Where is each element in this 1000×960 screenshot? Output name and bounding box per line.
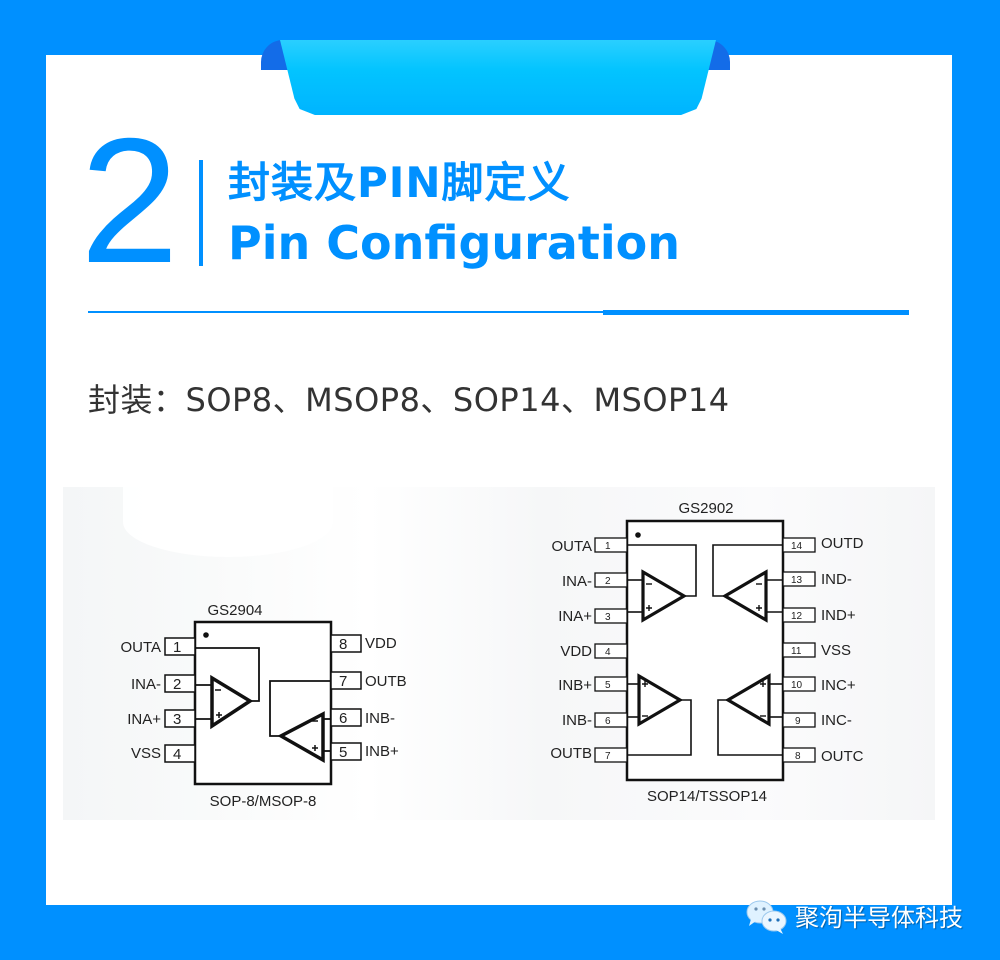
package-label: SOP-8/MSOP-8 [210,793,317,810]
svg-text:INC+: INC+ [821,677,856,694]
chip-name: GS2902 [678,500,733,517]
svg-text:INB+: INB+ [365,743,399,760]
svg-text:1: 1 [605,541,611,552]
section-number: 2 [80,101,179,300]
svg-text:10: 10 [791,680,803,691]
account-name: 聚洵半导体科技 [795,904,963,932]
wechat-icon [745,899,789,934]
svg-text:OUTC: OUTC [821,748,864,765]
packages-line: 封装：SOP8、MSOP8、SOP14、MSOP14 [88,381,730,419]
svg-text:5: 5 [339,744,347,761]
svg-text:4: 4 [605,647,611,658]
svg-text:OUTD: OUTD [821,535,864,552]
svg-text:INC-: INC- [821,712,852,729]
chip-gs2902-diagram: GS2902 1 2 3 4 5 6 7 14 13 12 11 10 9 8 … [550,500,864,805]
svg-text:7: 7 [605,751,611,762]
svg-text:3: 3 [605,612,611,623]
svg-text:2: 2 [173,676,181,693]
svg-text:12: 12 [791,611,803,622]
svg-text:8: 8 [795,751,801,762]
footer-watermark: 聚洵半导体科技 [745,898,963,934]
pin1-marker-icon [635,532,641,538]
svg-text:INB+: INB+ [558,677,592,694]
section-title-cn: 封装及PIN脚定义 [228,158,571,207]
section-title-en: Pin Configuration [228,216,680,270]
svg-text:3: 3 [173,711,181,728]
svg-text:VDD: VDD [365,635,397,652]
svg-text:INA-: INA- [131,676,161,693]
svg-text:6: 6 [339,710,347,727]
package-label: SOP14/TSSOP14 [647,788,767,805]
svg-text:OUTB: OUTB [550,745,592,762]
svg-text:VDD: VDD [560,643,592,660]
svg-text:IND+: IND+ [821,607,856,624]
svg-text:OUTA: OUTA [120,639,161,656]
chip-gs2904-diagram: GS2904 1 2 3 4 8 7 6 5 OUTA INA- INA+ VS… [120,602,407,810]
svg-text:5: 5 [605,680,611,691]
svg-text:OUTA: OUTA [551,538,592,555]
svg-text:2: 2 [605,576,611,587]
svg-text:VSS: VSS [821,642,851,659]
svg-text:INA+: INA+ [127,711,161,728]
svg-text:7: 7 [339,673,347,690]
svg-text:8: 8 [339,636,347,653]
svg-text:9: 9 [795,716,801,727]
svg-text:13: 13 [791,575,803,586]
header-tab [280,40,716,115]
svg-text:INA-: INA- [562,573,592,590]
svg-text:INA+: INA+ [558,608,592,625]
svg-text:VSS: VSS [131,745,161,762]
svg-text:1: 1 [173,639,181,656]
svg-text:INB-: INB- [562,712,592,729]
divider-thin [88,311,604,313]
chip-name: GS2904 [207,602,262,619]
svg-text:14: 14 [791,541,803,552]
svg-text:11: 11 [791,646,802,657]
svg-text:6: 6 [605,716,611,727]
title-separator [199,160,203,266]
svg-text:INB-: INB- [365,710,395,727]
svg-text:IND-: IND- [821,571,852,588]
svg-text:OUTB: OUTB [365,673,407,690]
pin1-marker-icon [203,632,209,638]
svg-text:4: 4 [173,746,181,763]
divider-accent [603,310,909,315]
